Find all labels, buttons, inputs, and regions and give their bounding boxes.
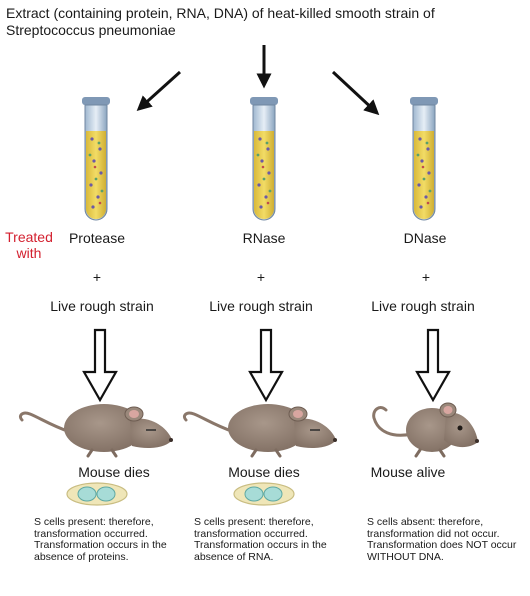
enzyme-label-dnase: DNase (403, 230, 447, 246)
hollow-arrow-2 (248, 328, 284, 403)
result-note-2: S cells present: therefore, transformati… (194, 516, 327, 563)
hollow-arrow-1 (82, 328, 118, 403)
strain-label-3: Live rough strain (371, 298, 475, 314)
diagram-title: Extract (containing protein, RNA, DNA) o… (6, 5, 435, 38)
outcome-label-2: Mouse dies (228, 464, 300, 480)
plus-sign-1: + (92, 269, 102, 285)
alive-mouse (372, 402, 479, 458)
result-note-1: S cells present: therefore, transformati… (34, 516, 167, 563)
strain-label-1: Live rough strain (50, 298, 154, 314)
strain-label-2: Live rough strain (209, 298, 313, 314)
enzyme-label-protease: Protease (68, 230, 126, 246)
hollow-arrow-3 (415, 328, 451, 403)
enzyme-label-rnase: RNase (242, 230, 286, 246)
result-note-3: S cells absent: therefore, transformatio… (367, 516, 517, 563)
outcome-label-1: Mouse dies (78, 464, 150, 480)
dish-s-cells-1 (66, 482, 128, 506)
dead-mouse-2 (182, 404, 337, 458)
test-tube-dnase (410, 97, 438, 221)
outcome-label-3: Mouse alive (370, 464, 446, 480)
test-tube-rnase (250, 97, 278, 221)
treated-with-label: Treated with (5, 229, 53, 261)
dish-s-cells-2 (233, 482, 295, 506)
plus-sign-3: + (421, 269, 431, 285)
dead-mouse-1 (18, 404, 173, 458)
arrow-to-protease (136, 70, 182, 112)
test-tube-protease (82, 97, 110, 221)
arrow-to-dnase (331, 70, 380, 116)
plus-sign-2: + (256, 269, 266, 285)
